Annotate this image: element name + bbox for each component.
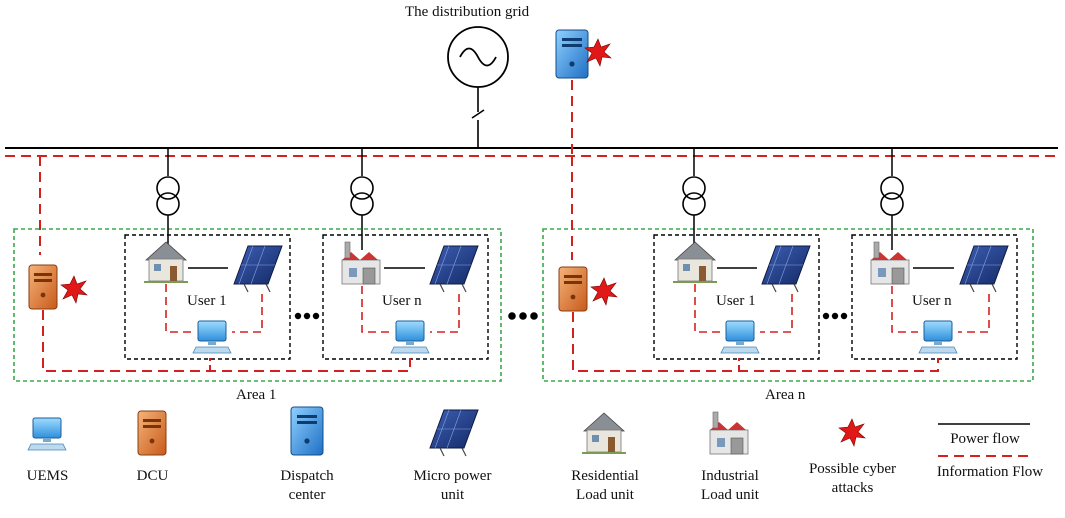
industrial-load-icon [341,241,381,285]
uems-icon [390,320,430,354]
info-link [232,294,263,333]
info-link [694,284,720,333]
info-link [165,284,192,333]
micro-power-icon [429,245,479,293]
area-n-user-n-box [851,234,1018,360]
area-n-user-1-label: User 1 [716,293,756,309]
micro-power-icon [233,245,283,293]
residential-load-icon [672,241,718,284]
generator-icon [447,26,509,148]
area-n-label: Area n [765,387,806,403]
area-1-user-n-label: User n [382,293,422,309]
legend-industrial-label-2: Load unit [701,487,759,503]
legend-power-flow-label: Power flow [950,431,1020,447]
dcu-icon [558,266,588,312]
area-info-link [572,312,939,372]
area-n-user-n-label: User n [912,293,952,309]
legend-dispatch-icon [290,406,324,456]
industrial-load-icon [870,241,910,285]
area-1-user-1-label: User 1 [187,293,227,309]
area-1-user-n-box [322,234,489,360]
legend-dcu-icon [137,410,167,456]
legend-info-flow-label: Information Flow [936,464,1044,480]
legend-residential-label-2: Load unit [576,487,634,503]
ellipsis-dots [508,312,538,320]
legend-attack-label-1: Possible cyber [808,461,897,477]
micro-power-icon [959,245,1009,293]
legend-micro-power-icon [429,409,479,457]
area-info-link [42,310,411,372]
area-n-user-1-box [653,234,820,360]
area-1-label: Area 1 [236,387,277,403]
transformer-icon [350,176,374,216]
cyber-attack-icon [590,277,618,306]
legend-attack-label-2: attacks [831,480,874,496]
legend-residential-label-1: Residential [571,468,639,484]
legend-uems-icon [27,417,67,451]
legend-dispatch-label-2: center [288,487,326,503]
legend-attack-icon [838,418,866,447]
info-link [891,286,918,333]
uems-icon [192,320,232,354]
cyber-attack-icon [60,275,88,304]
transformer-icon [880,176,904,216]
legend-dispatch-label-1: Dispatch [280,468,334,484]
info-link [361,286,390,333]
cyber-attack-icon [584,38,612,67]
residential-load-icon [143,241,189,284]
transformer-icon [682,176,706,216]
legend-uems-label: UEMS [26,468,69,484]
legend-micro-label-2: unit [440,487,465,503]
dispatch-center-icon [555,29,589,79]
dcu-icon [28,264,58,310]
uems-icon [918,320,958,354]
legend-micro-label-1: Micro power [413,468,492,484]
ellipsis-dots [294,312,320,320]
grid-title: The distribution grid [405,4,530,20]
legend-residential-icon [581,412,627,455]
area-n-box [542,228,1034,382]
legend-industrial-label-1: Industrial [701,468,759,484]
legend-industrial-icon [709,411,749,455]
info-link [430,294,460,333]
uems-icon [720,320,760,354]
legend-dcu-label: DCU [136,468,169,484]
area-1-box [13,228,502,382]
info-link [958,294,990,333]
info-link [760,294,793,333]
area-1-user-1-box [124,234,291,360]
ellipsis-dots [822,312,848,320]
transformer-icon [156,176,180,216]
micro-power-icon [761,245,811,293]
